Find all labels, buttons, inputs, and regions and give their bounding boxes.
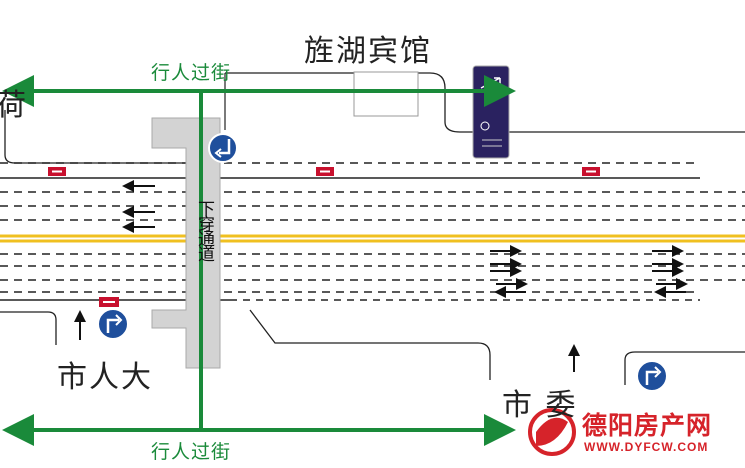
crossing-label-top: 行人过街 [151,62,232,84]
curb-bottom-mid [249,309,491,380]
people-congress-label: 市人大 [57,360,153,395]
lane-dashes [0,162,745,293]
curb-bottom-right [624,351,745,385]
no-entry-sign-icon [48,167,600,307]
hotel-label: 旌湖宾馆 [304,34,432,69]
up-arrow-icon [74,310,580,372]
watermark: 德阳房产网 WWW.DYFCW.COM [520,406,740,464]
hotel-building [353,71,419,117]
party-committee-label: 市 委 [502,388,578,423]
pedestrian-crossing [2,75,516,446]
crossing-label-bottom: 行人过街 [151,441,232,463]
watermark-logo-icon [528,408,576,456]
curb-top-hotel [225,72,745,133]
turn-left-sign-icon [208,133,238,163]
hotel-sign-icon [472,65,510,159]
edge-label-left: 荷 [0,88,28,123]
straight-arrow-icon [122,180,155,233]
watermark-url: WWW.DYFCW.COM [584,440,709,454]
lane-arrows-east [490,245,688,298]
turn-right-sign-icon [97,308,668,392]
curb-bottom-left [0,311,57,345]
watermark-brand: 德阳房产网 [582,411,713,440]
underpass-label: 下穿通道 [194,200,214,260]
